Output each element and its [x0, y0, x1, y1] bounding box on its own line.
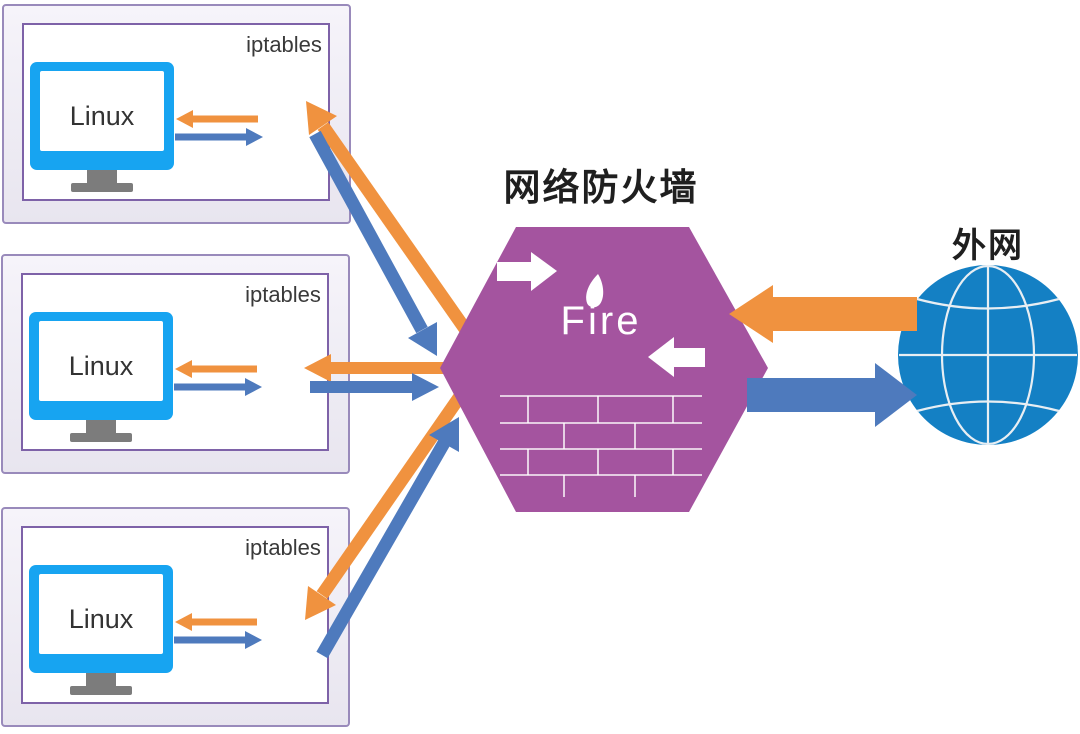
firewall-label: Fire	[561, 299, 642, 343]
host-box-2: iptables Linux	[1, 254, 350, 474]
monitor-neck	[87, 170, 117, 183]
external-network-label: 外网	[952, 227, 1024, 265]
monitor-base	[71, 183, 133, 192]
firewall-title: 网络防火墙	[504, 166, 699, 208]
host3-to-firewall-arrow	[316, 417, 459, 659]
iptables-label: iptables	[245, 535, 321, 560]
firewall-to-host3-arrow	[305, 388, 469, 620]
host-box-3: iptables Linux	[1, 507, 350, 727]
host2-to-firewall-arrow	[310, 373, 439, 401]
monitor-neck	[86, 673, 116, 686]
monitor-screen	[39, 321, 163, 401]
monitor-icon: Linux	[30, 62, 174, 192]
iptables-label: iptables	[246, 32, 322, 57]
os-label: Linux	[69, 604, 134, 634]
monitor-neck	[86, 420, 116, 433]
monitor-base	[70, 433, 132, 442]
backward-arrow-icon	[648, 337, 705, 377]
firewall-to-host1-arrow	[306, 101, 476, 340]
lan-outbound-arrow	[174, 631, 262, 649]
brick-wall-icon	[252, 56, 317, 183]
os-label: Linux	[69, 351, 134, 381]
firewall-to-internet-arrow	[747, 363, 917, 427]
globe-icon	[898, 264, 1078, 446]
wall-front-face	[254, 579, 287, 686]
monitor-icon: Linux	[29, 565, 173, 695]
lan-outbound-arrow	[175, 128, 263, 146]
hexagon-shape	[440, 227, 768, 512]
internet-to-firewall-arrow	[729, 285, 917, 343]
lan-inbound-arrow	[175, 360, 257, 378]
lan-outbound-arrow	[174, 378, 262, 396]
lan-inbound-arrow	[175, 613, 257, 631]
wall-front-face	[255, 76, 288, 183]
os-label: Linux	[70, 101, 135, 131]
flame-icon	[586, 274, 604, 308]
lan-inbound-arrow	[176, 110, 258, 128]
host1-to-firewall-arrow	[309, 130, 437, 356]
host-box-1: iptables Linux	[2, 4, 351, 224]
monitor-screen	[40, 71, 164, 151]
forward-arrow-icon	[497, 252, 557, 291]
firewall-to-host2-arrow	[304, 354, 455, 382]
monitor-base	[70, 686, 132, 695]
monitor-icon: Linux	[29, 312, 173, 442]
brick-wall-icon	[251, 559, 316, 686]
hexagon-brick-pattern	[500, 395, 702, 497]
iptables-label: iptables	[245, 282, 321, 307]
wall-front-face	[254, 326, 287, 433]
host-box-inner	[21, 273, 329, 451]
brick-wall-icon	[251, 306, 316, 433]
monitor-screen	[39, 574, 163, 654]
firewall-hexagon: Fire	[440, 227, 768, 512]
